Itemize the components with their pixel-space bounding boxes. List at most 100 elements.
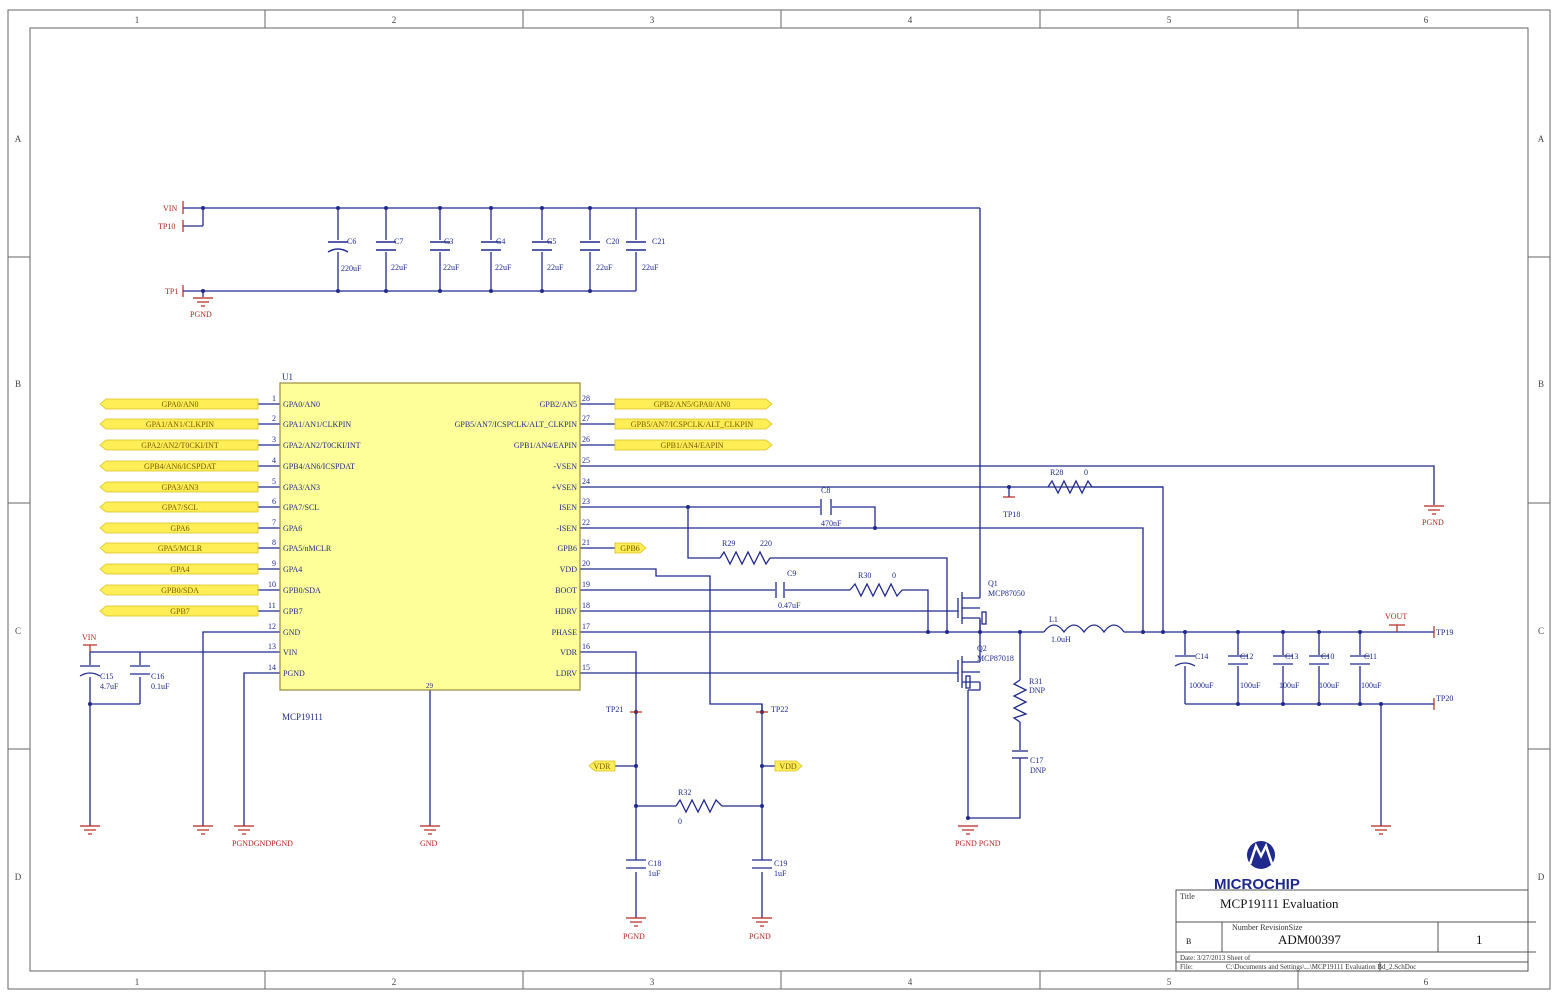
net-port-label: GPA1/AN1/CLKPIN bbox=[146, 420, 214, 429]
power-symbols bbox=[80, 201, 1444, 927]
c8-val: 470nF bbox=[821, 519, 842, 528]
c16-val: 0.1uF bbox=[151, 682, 170, 691]
output-capacitor-labels: C14 1000uF C12 100uF C13 100uF C10 100uF… bbox=[1189, 652, 1382, 690]
col-label: 4 bbox=[908, 15, 913, 25]
right-net-ports bbox=[588, 398, 803, 772]
microchip-logo-icon bbox=[1247, 841, 1275, 869]
net-port-label: GPB1/AN4/EAPIN bbox=[660, 441, 723, 450]
net-port-label: VDR bbox=[594, 762, 612, 771]
l1-ref: L1 bbox=[1049, 615, 1058, 624]
net-port-label: GPB0/SDA bbox=[161, 586, 199, 595]
row-label: B bbox=[1538, 379, 1544, 389]
c16-ref: C16 bbox=[151, 672, 164, 681]
net-port-label: GPA2/AN2/T0CKI/INT bbox=[141, 441, 219, 450]
pin-name: GPB6 bbox=[557, 544, 577, 553]
row-label: B bbox=[15, 379, 21, 389]
pin-name: GPA0/AN0 bbox=[283, 400, 320, 409]
pin-num: 13 bbox=[268, 642, 276, 651]
net-port-label: GPB7 bbox=[170, 607, 190, 616]
c19-ref: C19 bbox=[774, 859, 787, 868]
pin-name: GPB0/SDA bbox=[283, 586, 321, 595]
input-capacitors bbox=[327, 241, 646, 253]
c8-ref: C8 bbox=[821, 486, 830, 495]
col-label: 2 bbox=[392, 977, 397, 987]
tp10-label: TP10 bbox=[158, 222, 175, 231]
col-label: 5 bbox=[1167, 977, 1172, 987]
pin-num: 28 bbox=[582, 394, 590, 403]
q2-ref: Q2 bbox=[977, 644, 987, 653]
pin-name: GPB1/AN4/EAPIN bbox=[514, 441, 577, 450]
frame-labels: 1 2 3 4 5 6 1 2 3 4 5 6 A B C D A B C D bbox=[15, 15, 1545, 987]
net-port-label: GPB4/AN6/ICSPDAT bbox=[144, 462, 216, 471]
cap-ref: C11 bbox=[1364, 652, 1377, 661]
col-label: 2 bbox=[392, 15, 397, 25]
left-net-ports bbox=[99, 398, 259, 617]
ic-ref: U1 bbox=[282, 372, 293, 382]
pgnd-label: PGND bbox=[190, 310, 212, 319]
power-labels: VIN TP10 TP1 PGND VIN PGNDGNDPGND GND PG… bbox=[82, 204, 1444, 941]
net-port-label: GPA0/AN0 bbox=[161, 400, 198, 409]
net-port-label: GPA4 bbox=[170, 565, 189, 574]
row-label: C bbox=[1538, 626, 1544, 636]
pin-num: 20 bbox=[582, 559, 590, 568]
l1-val: 1.0uH bbox=[1051, 635, 1071, 644]
pin-num: 3 bbox=[272, 435, 276, 444]
c17-val: DNP bbox=[1030, 766, 1047, 775]
r31-val: DNP bbox=[1029, 686, 1046, 695]
gnd-label: GND bbox=[420, 839, 438, 848]
r29-ref: R29 bbox=[722, 539, 735, 548]
vin-label: VIN bbox=[163, 204, 177, 213]
cap-val: 100uF bbox=[1279, 681, 1300, 690]
cap-ref: C7 bbox=[394, 237, 403, 246]
cap-ref: C14 bbox=[1195, 652, 1208, 661]
col-label: 6 bbox=[1424, 977, 1429, 987]
c19-val: 1uF bbox=[774, 869, 787, 878]
c15-val: 4.7uF bbox=[100, 682, 119, 691]
vin-label: VIN bbox=[82, 633, 96, 642]
net-port-label: GPB2/AN5/GPA0/AN0 bbox=[654, 400, 731, 409]
q2-val: MCP87018 bbox=[977, 654, 1014, 663]
file-label: File: bbox=[1180, 963, 1193, 971]
cap-val: 220uF bbox=[341, 264, 362, 273]
cap-ref: C6 bbox=[347, 237, 356, 246]
pin-num: 6 bbox=[272, 497, 276, 506]
col-label: 4 bbox=[908, 977, 913, 987]
net-port-label: GPB5/AN7/ICSPCLK/ALT_CLKPIN bbox=[631, 420, 754, 429]
r30-val: 0 bbox=[892, 571, 896, 580]
pin-num: 7 bbox=[272, 518, 276, 527]
c18-val: 1uF bbox=[648, 869, 661, 878]
vout-label: VOUT bbox=[1385, 612, 1407, 621]
sheet-frame bbox=[7, 9, 1551, 990]
discrete-symbols bbox=[79, 479, 1125, 869]
col-label: 3 bbox=[650, 15, 655, 25]
pin-num: 26 bbox=[582, 435, 590, 444]
pin-num: 11 bbox=[268, 601, 276, 610]
c9-ref: C9 bbox=[787, 569, 796, 578]
pin-name: GPB4/AN6/ICSPDAT bbox=[283, 462, 355, 471]
pin-name: ISEN bbox=[559, 503, 577, 512]
pgnd-pgnd-label: PGND PGND bbox=[955, 839, 1001, 848]
net-port-label: GPA7/SCL bbox=[162, 503, 198, 512]
net-port-label: GPB6 bbox=[620, 544, 640, 553]
pin-name: VIN bbox=[283, 648, 297, 657]
pin-name: VDD bbox=[560, 565, 578, 574]
pin-num: 5 bbox=[272, 477, 276, 486]
cap-val: 22uF bbox=[642, 263, 659, 272]
title-label: Title bbox=[1180, 892, 1195, 901]
tp19-label: TP19 bbox=[1436, 628, 1453, 637]
row-label: D bbox=[1538, 872, 1545, 882]
pin-num: 9 bbox=[272, 559, 276, 568]
pin-num: 14 bbox=[268, 663, 276, 672]
q1-val: MCP87050 bbox=[988, 589, 1025, 598]
output-capacitors bbox=[1174, 655, 1370, 667]
r32-ref: R32 bbox=[678, 788, 691, 797]
pin-name: GPA1/AN1/CLKPIN bbox=[283, 420, 351, 429]
pin-name: GPB5/AN7/ICSPCLK/ALT_CLKPIN bbox=[455, 420, 578, 429]
pin-name: PGND bbox=[283, 669, 305, 678]
r28-val: 0 bbox=[1084, 468, 1088, 477]
row-label: D bbox=[15, 872, 22, 882]
cap-val: 100uF bbox=[1240, 681, 1261, 690]
cap-val: 22uF bbox=[495, 263, 512, 272]
